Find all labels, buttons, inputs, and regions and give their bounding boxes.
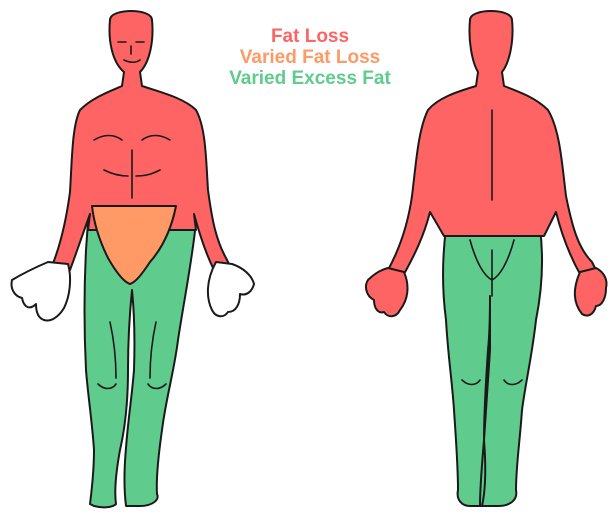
legend-varied-fat-loss: Varied Fat Loss xyxy=(190,47,430,68)
front-right-hand xyxy=(208,262,254,316)
legend-varied-excess-fat: Varied Excess Fat xyxy=(190,68,430,89)
legend-fat-loss: Fat Loss xyxy=(190,26,430,47)
back-left-hand xyxy=(366,268,407,316)
legend: Fat Loss Varied Fat Loss Varied Excess F… xyxy=(190,26,430,89)
back-right-hand xyxy=(575,268,607,316)
front-left-hand xyxy=(11,262,70,321)
